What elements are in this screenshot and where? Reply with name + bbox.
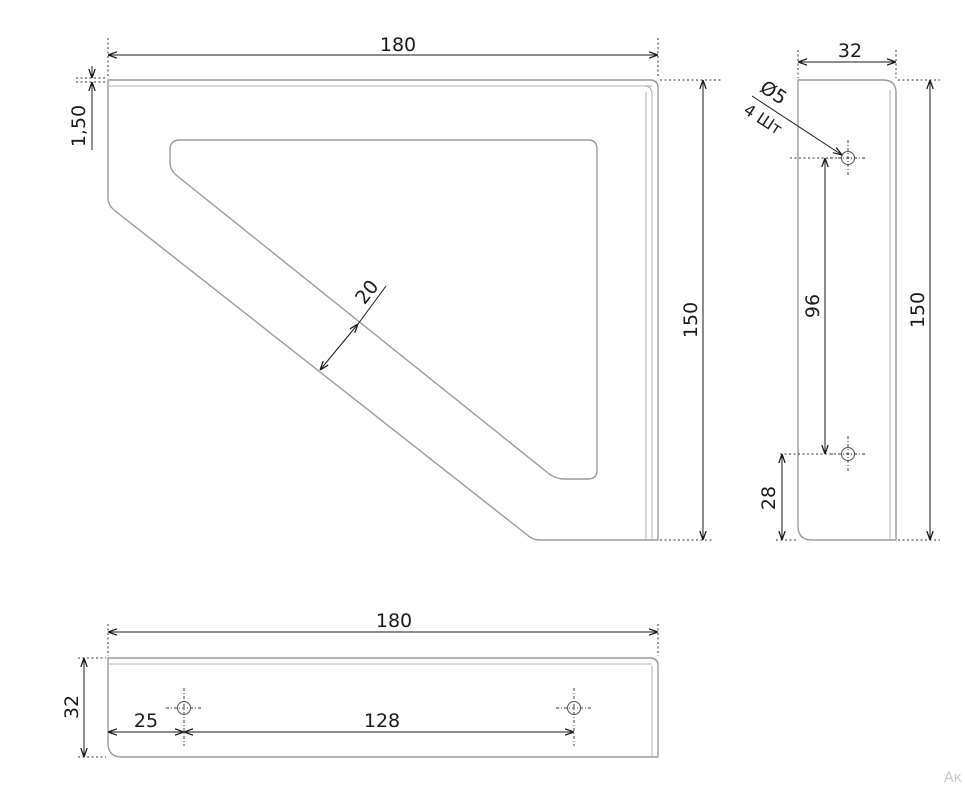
side-view-height-label: 150 xyxy=(907,292,929,328)
bottom-view-hole-offset-label: 25 xyxy=(134,710,158,732)
bottom-view-depth-label: 32 xyxy=(61,695,83,719)
side-view-hole-diameter-label: Ø5 xyxy=(756,76,791,109)
front-view-rib-width-label: 20 xyxy=(351,276,383,309)
front-view-height-label: 150 xyxy=(680,302,702,338)
front-view: 180 1,50 150 20 xyxy=(68,34,722,541)
front-view-rib-width-dimension-line xyxy=(320,324,358,370)
front-view-thickness-label: 1,50 xyxy=(68,105,90,147)
side-view-hole-spacing-label: 96 xyxy=(802,294,824,318)
side-view: 32 150 96 28 Ø5 4 Шт xyxy=(740,40,940,541)
front-view-outline xyxy=(107,79,659,541)
bottom-view-outline xyxy=(107,657,659,758)
bottom-view: 180 32 25 128 xyxy=(61,610,659,758)
bottom-view-width-label: 180 xyxy=(376,610,412,632)
front-view-width-label: 180 xyxy=(380,34,416,56)
watermark-text: Ак xyxy=(944,770,962,785)
side-view-width-label: 32 xyxy=(838,40,862,62)
front-view-bend-line xyxy=(643,85,653,540)
side-view-hole-diameter-leader xyxy=(751,95,842,155)
side-view-outline xyxy=(797,79,897,541)
bottom-view-hole-spacing-label: 128 xyxy=(364,710,400,732)
front-view-inner-cutout xyxy=(169,139,598,480)
front-view-rib-width-leader xyxy=(357,285,387,325)
side-view-hole-offset-label: 28 xyxy=(758,486,780,510)
